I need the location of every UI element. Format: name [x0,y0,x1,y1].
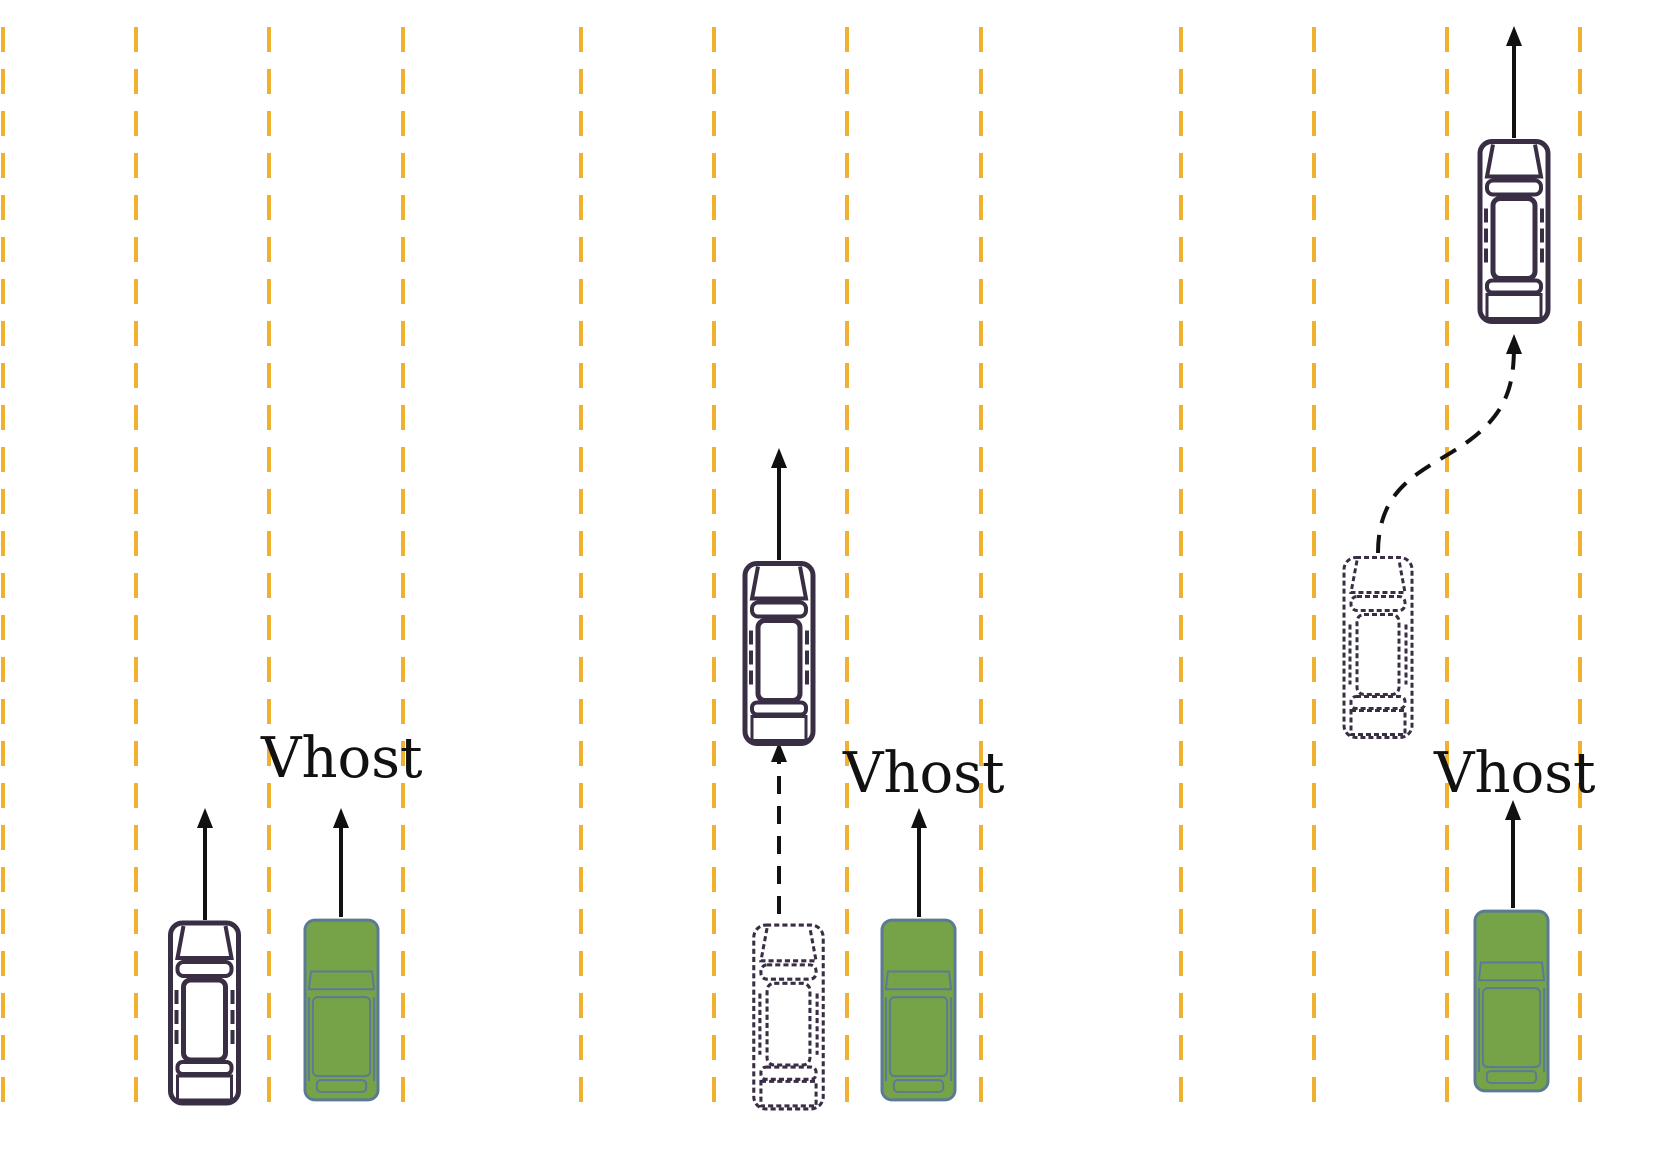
host-label: Vhost [1433,741,1596,806]
car-ghost-icon [1342,555,1414,740]
panel-1: Vhost [171,726,423,1103]
host-label: Vhost [842,741,1005,806]
car-outline-icon [1480,142,1548,322]
host-label: Vhost [260,726,423,791]
host-car-icon [1473,909,1550,1093]
host-car-icon [303,918,380,1102]
car-outline-icon [745,564,813,744]
car-ghost-icon [752,923,825,1111]
lane-markings [1,27,1582,1102]
car-outline-icon [171,923,239,1103]
host-car-icon [880,918,957,1102]
panel-3: Vhost [1342,26,1596,1093]
panel-2: Vhost [745,448,1005,1111]
